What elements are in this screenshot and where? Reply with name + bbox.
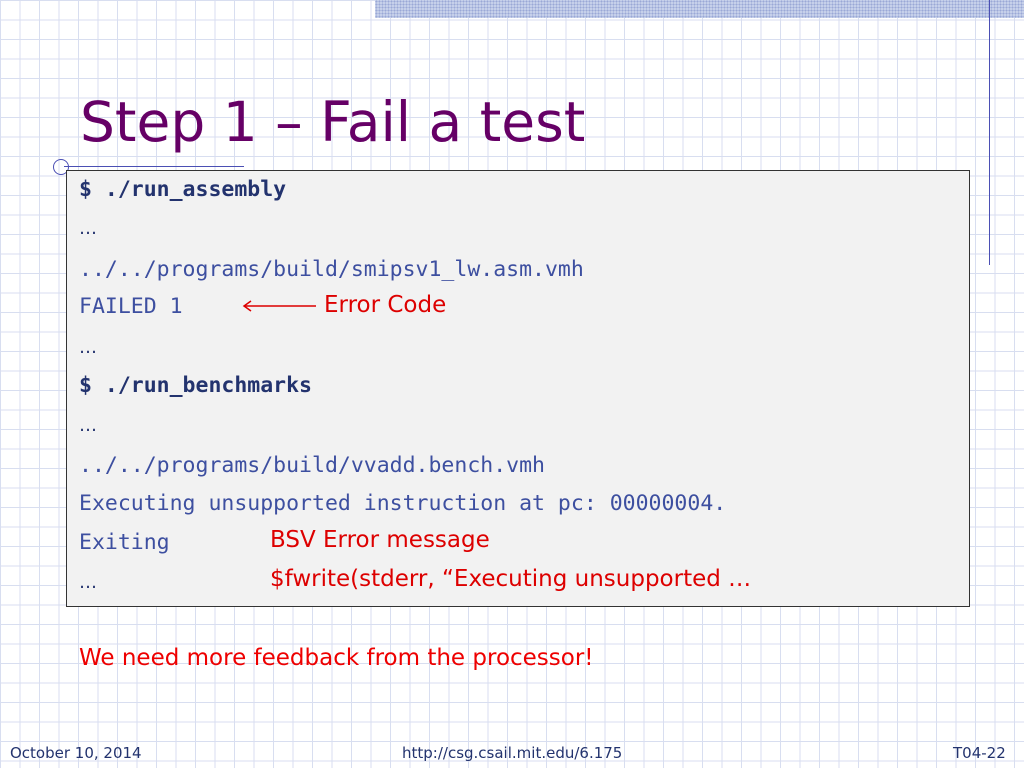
left-arrow-icon (242, 300, 316, 312)
title-underline (64, 166, 244, 167)
terminal-command-run-assembly: $ ./run_assembly (79, 177, 287, 202)
footer-url: http://csg.csail.mit.edu/6.175 (402, 744, 623, 762)
annotation-fwrite: $fwrite(stderr, “Executing unsupported … (270, 566, 752, 592)
terminal-ellipsis: … (79, 572, 97, 593)
footer-date: October 10, 2014 (10, 744, 142, 762)
terminal-path-asm: ../../programs/build/smipsv1_lw.asm.vmh (79, 257, 584, 282)
terminal-ellipsis: … (79, 218, 97, 239)
terminal-exiting-line: Exiting (79, 530, 170, 555)
decorative-vertical-line (989, 0, 990, 265)
terminal-executing-line: Executing unsupported instruction at pc:… (79, 491, 727, 516)
terminal-failed-line: FAILED 1 (79, 294, 183, 319)
terminal-command-run-benchmarks: $ ./run_benchmarks (79, 373, 312, 398)
circle-icon (53, 159, 69, 175)
slide-title: Step 1 – Fail a test (80, 90, 586, 154)
feedback-note: We need more feedback from the processor… (79, 645, 594, 671)
decorative-top-band (375, 0, 1024, 18)
footer-slide-number: T04-22 (953, 744, 1006, 762)
terminal-path-bench: ../../programs/build/vvadd.bench.vmh (79, 453, 545, 478)
terminal-ellipsis: … (79, 415, 97, 436)
annotation-bsv-error: BSV Error message (270, 527, 490, 553)
terminal-ellipsis: … (79, 337, 97, 358)
terminal-output-box: $ ./run_assembly … ../../programs/build/… (66, 170, 970, 607)
annotation-error-code: Error Code (324, 292, 447, 318)
